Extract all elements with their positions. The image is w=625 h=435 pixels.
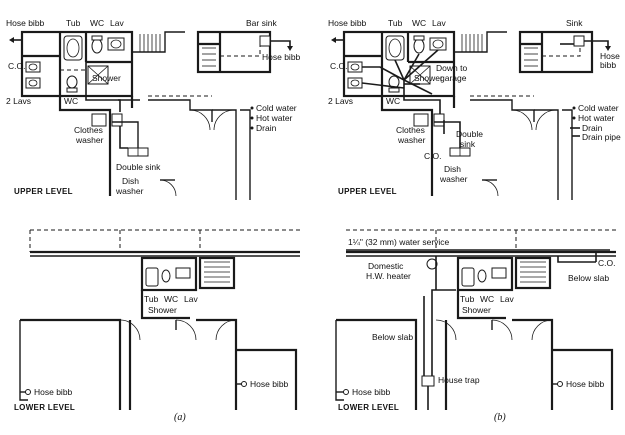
a-upper-co-label: C.O. xyxy=(8,61,26,71)
panel-a-upper-plan xyxy=(9,30,293,200)
b-lower-house-trap-label: House trap xyxy=(438,375,480,385)
a-lower-lav-label: Lav xyxy=(184,294,198,304)
b-upper-2-lavs-label: 2 Lavs xyxy=(328,96,354,106)
b-lower-hw-heater-label: H.W. heater xyxy=(366,271,411,281)
b-upper-tub-label: Tub xyxy=(388,18,403,28)
a-upper-washer-label: washer xyxy=(76,135,104,145)
b-upper-dish-label: Dish xyxy=(444,164,462,174)
b-upper-lav-label: Lav xyxy=(432,18,446,28)
a-upper-dish-label: Dish xyxy=(122,176,140,186)
b-upper-wc-label: WC xyxy=(412,18,427,28)
b-upper-co-label: C.O. xyxy=(330,61,348,71)
b-lower-wc-label: WC xyxy=(480,294,495,304)
b-upper-clothes-label: Clothes xyxy=(396,125,425,135)
a-legend-cold-water: Cold water xyxy=(256,103,297,113)
b-lower-shower-label: Shower xyxy=(462,305,491,315)
b-upper-hose-bibb-label: Hose bibb xyxy=(328,18,367,28)
b-lower-hose-bibb-right-label: Hose bibb xyxy=(566,379,605,389)
a-lower-hose-bibb-left-label: Hose bibb xyxy=(34,387,73,397)
a-upper-lav-label: Lav xyxy=(110,18,124,28)
b-upper-washer-label: washer xyxy=(398,135,426,145)
b-lower-level-title: LOWER LEVEL xyxy=(338,403,400,412)
b-upper-sink2-label: sink xyxy=(460,139,476,149)
a-legend-drain: Drain xyxy=(256,123,277,133)
b-upper-down-to-label: Down to xyxy=(436,63,468,73)
a-lower-wc-label: WC xyxy=(164,294,179,304)
b-upper-co2-label: C.O. xyxy=(424,151,442,161)
b-legend-drain-pipe: Drain pipe xyxy=(582,132,621,142)
b-upper-shower-label: Shower xyxy=(414,73,443,83)
a-lower-tub-label: Tub xyxy=(144,294,159,304)
b-lower-lav-label: Lav xyxy=(500,294,514,304)
b-upper-level-title: UPPER LEVEL xyxy=(338,187,397,196)
b-upper-bibb-label: bibb xyxy=(600,60,617,70)
a-upper-clothes-label: Clothes xyxy=(74,125,103,135)
a-upper-level-title: UPPER LEVEL xyxy=(14,187,73,196)
panel-b-lower-plan xyxy=(335,229,616,410)
caption-b: (b) xyxy=(494,412,506,423)
a-legend-hot-water: Hot water xyxy=(256,113,293,123)
b-legend-cold-water: Cold water xyxy=(578,103,619,113)
b-lower-water-service-label: 1¼" (32 mm) water service xyxy=(348,237,450,247)
b-legend-hot-water: Hot water xyxy=(578,113,615,123)
b-lower-below-slab-2-label: Below slab xyxy=(372,332,414,342)
b-upper-wc2-label: WC xyxy=(386,96,401,106)
b-legend-drain: Drain xyxy=(582,123,603,133)
b-upper-double-label: Double xyxy=(456,129,483,139)
a-upper-hose-bibb-label: Hose bibb xyxy=(6,18,45,28)
a-lower-shower-label: Shower xyxy=(148,305,177,315)
b-lower-domestic-label: Domestic xyxy=(368,261,404,271)
a-upper-wc2-label: WC xyxy=(64,96,79,106)
b-lower-tub-label: Tub xyxy=(460,294,475,304)
b-upper-sink-label: Sink xyxy=(566,18,583,28)
b-lower-hose-bibb-left-label: Hose bibb xyxy=(352,387,391,397)
b-lower-co-label: C.O. xyxy=(598,258,616,268)
a-upper-bar-sink-label: Bar sink xyxy=(246,18,277,28)
a-lower-hose-bibb-right-label: Hose bibb xyxy=(250,379,289,389)
b-upper-garage-label: garage xyxy=(440,73,467,83)
caption-a: (a) xyxy=(174,412,186,423)
a-upper-2-lavs-label: 2 Lavs xyxy=(6,96,32,106)
a-upper-tub-label: Tub xyxy=(66,18,81,28)
panel-b-upper-plan xyxy=(331,30,611,200)
b-upper-dish-washer-label: washer xyxy=(440,174,468,184)
b-lower-below-slab-1-label: Below slab xyxy=(568,273,610,283)
a-upper-double-sink-label: Double sink xyxy=(116,162,161,172)
a-upper-shower-label: Shower xyxy=(92,73,121,83)
a-upper-dish-washer-label: washer xyxy=(116,186,144,196)
panel-a-lower-plan xyxy=(19,229,300,410)
b-upper-hose-label: Hose xyxy=(600,51,620,61)
a-upper-wc-label: WC xyxy=(90,18,105,28)
a-upper-hose-bibb-2-label: Hose bibb xyxy=(262,52,301,62)
a-lower-level-title: LOWER LEVEL xyxy=(14,403,76,412)
